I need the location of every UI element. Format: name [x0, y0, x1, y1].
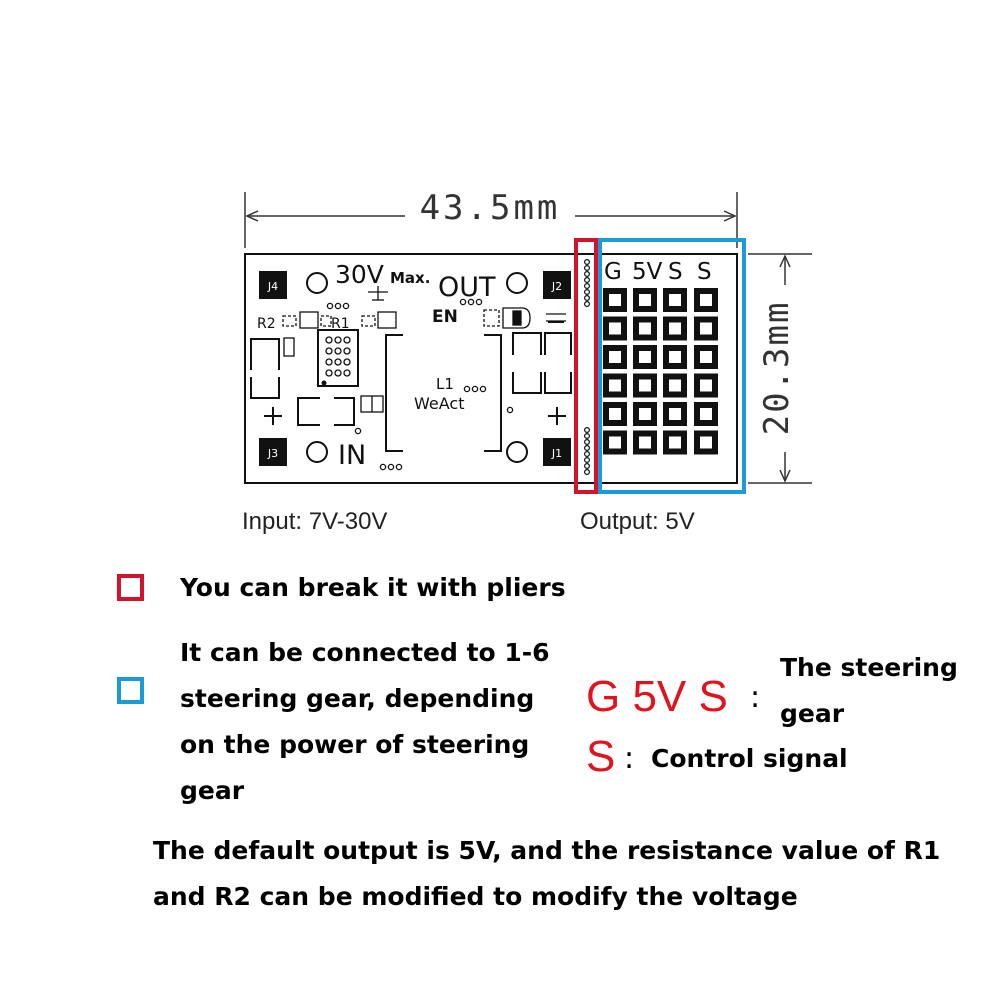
- header-pin-hole: [639, 408, 651, 420]
- round-pads: [306, 272, 528, 463]
- en-label: EN: [432, 307, 458, 327]
- header-pin-grid: [603, 288, 718, 455]
- width-dimension: [244, 192, 738, 248]
- header-pin-hole: [669, 351, 681, 363]
- header-pin-hole: [639, 379, 651, 392]
- inductor-l1: [385, 334, 502, 452]
- svg-text:J2: J2: [551, 280, 562, 293]
- header-pin-hole: [700, 408, 712, 420]
- output-caption: Output: 5V: [580, 508, 695, 535]
- header-label-s2: S: [697, 259, 712, 285]
- header-pin-hole: [609, 294, 621, 306]
- red-legend-box: [117, 574, 144, 601]
- pinout-desc-steering-1: The steering: [780, 653, 958, 682]
- blue-legend-line: steering gear, depending: [180, 684, 535, 713]
- servo-header-frame: [598, 238, 746, 494]
- header-pin-hole: [669, 294, 681, 306]
- header-label-g: G: [604, 259, 622, 285]
- blue-legend-line: It can be connected to 1-6: [180, 638, 550, 667]
- out-label: OUT: [438, 272, 496, 303]
- header-pin-hole: [700, 322, 712, 335]
- header-pin-hole: [700, 294, 712, 306]
- svg-text:J1: J1: [551, 447, 562, 460]
- header-label-s1: S: [668, 259, 683, 285]
- r1-label: R1: [331, 316, 350, 332]
- mount-hole-j4: [259, 271, 287, 299]
- mount-hole-j3: [259, 438, 287, 466]
- header-pin-hole: [700, 351, 712, 363]
- header-pin-hole: [639, 294, 651, 306]
- blue-legend-box: [117, 677, 144, 704]
- note-line-1: The default output is 5V, and the resist…: [153, 836, 941, 865]
- blue-legend-line: gear: [180, 776, 245, 805]
- mount-hole-j2: [543, 271, 571, 299]
- r2-label: R2: [257, 316, 276, 332]
- capacitors: [250, 332, 572, 426]
- header-labels: G 5V S S: [604, 259, 712, 285]
- header-pin-hole: [700, 379, 712, 392]
- in-label: IN: [338, 440, 366, 471]
- header-pin-hole: [609, 408, 621, 420]
- header-pin-hole: [700, 436, 712, 449]
- width-label: 43.5mm: [420, 188, 561, 228]
- pcb-outline: [244, 253, 738, 484]
- header-pin-hole: [639, 322, 651, 335]
- height-dimension: [748, 253, 812, 484]
- header-label-5v: 5V: [632, 259, 663, 285]
- voltage-max-label: 30V: [335, 260, 384, 289]
- pinout-colon-1: :: [750, 680, 761, 715]
- inductor-label: L1: [436, 375, 454, 393]
- pinout-colon-2: :: [624, 741, 635, 776]
- pinout-label-s: S: [586, 732, 616, 781]
- vias: [326, 298, 514, 471]
- break-strip-vias: [583, 259, 590, 476]
- mounting-holes: J4 J3 J2 J1: [259, 271, 571, 466]
- board-diagram: 43.5mm 20.3mm J4 J3 J2 J1 30V Max. OUT I…: [244, 188, 812, 494]
- header-pin-hole: [639, 436, 651, 449]
- svg-text:J4: J4: [267, 280, 278, 293]
- pinout-desc-control: Control signal: [651, 744, 848, 773]
- pinout-label-g5vs: G 5V S: [586, 672, 728, 721]
- mount-hole-j1: [543, 438, 571, 466]
- regulator-ic: [317, 329, 359, 387]
- header-pin-hole: [609, 351, 621, 363]
- blue-legend-line: on the power of steering: [180, 730, 530, 759]
- height-label: 20.3mm: [757, 301, 797, 436]
- svg-text:J3: J3: [267, 447, 278, 460]
- pinout-desc-steering-2: gear: [780, 699, 845, 728]
- input-caption: Input: 7V-30V: [242, 508, 388, 535]
- note-line-2: and R2 can be modified to modify the vol…: [153, 882, 798, 911]
- smd-components: [282, 286, 566, 413]
- header-pin-hole: [609, 436, 621, 449]
- voltage-max-suffix: Max.: [390, 269, 430, 287]
- polarity-marks: [264, 321, 566, 425]
- header-pin-hole: [669, 322, 681, 335]
- header-pin-hole: [639, 351, 651, 363]
- break-strip-frame: [574, 238, 598, 494]
- header-pin-hole: [609, 379, 621, 392]
- red-legend-text: You can break it with pliers: [180, 573, 566, 602]
- header-pin-hole: [609, 322, 621, 335]
- header-pin-hole: [669, 408, 681, 420]
- brand-label: WeAct: [414, 394, 464, 413]
- header-pin-hole: [669, 379, 681, 392]
- header-pin-hole: [669, 436, 681, 449]
